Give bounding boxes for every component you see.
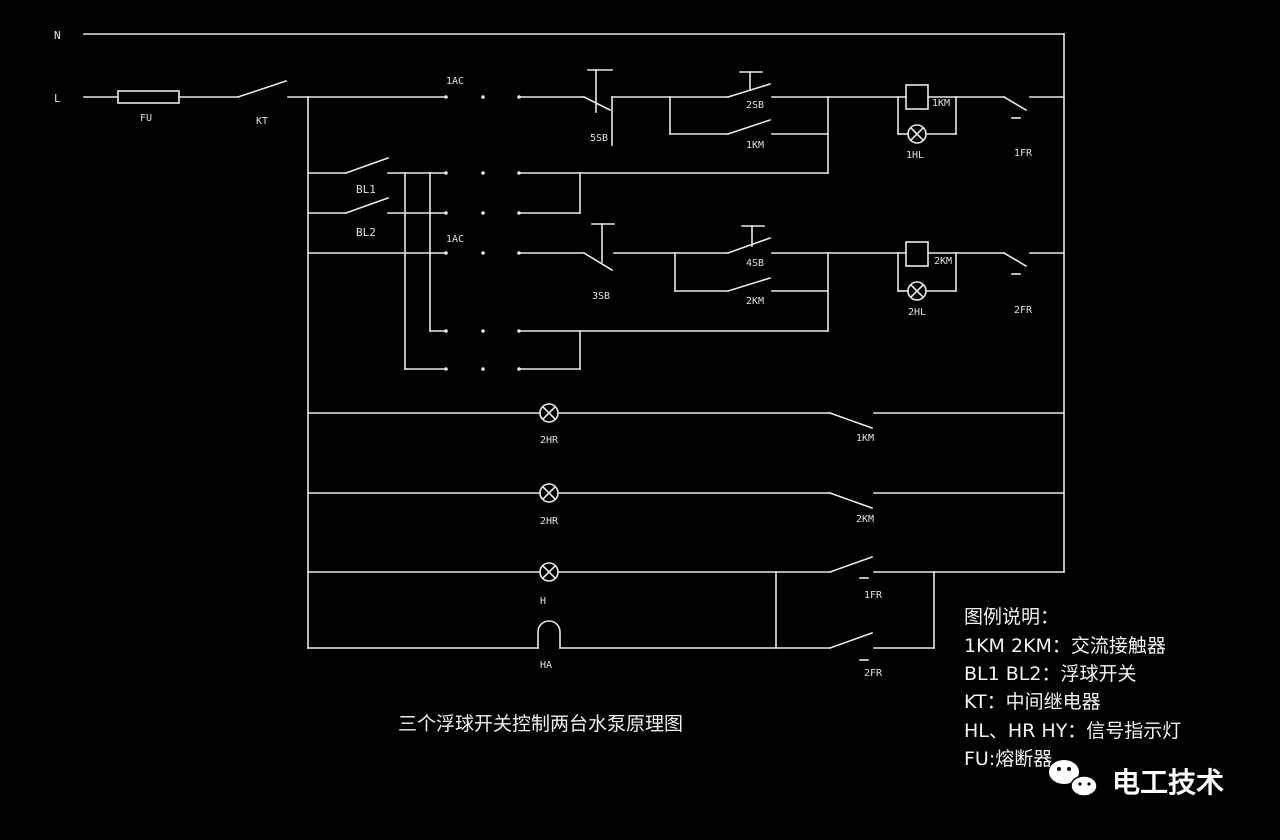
stop2-contact (582, 251, 614, 272)
diagram-title: 三个浮球开关控制两台水泵原理图 (398, 713, 683, 735)
lamp-r2-label: 2HR (540, 516, 559, 527)
watermark: 电工技术 (1049, 760, 1224, 799)
fr2-label: 2FR (1014, 305, 1033, 316)
indicator-row-2: 2HR 2KM (307, 483, 1065, 527)
hold2-label: 2KM (746, 296, 764, 307)
lamp-r1-label: 2HR (540, 435, 559, 446)
bl2-label: BL2 (356, 226, 376, 239)
indicator-row-3: H 1FR (307, 555, 1065, 649)
line-label: L (54, 92, 61, 105)
neutral-label: N (54, 29, 61, 42)
line-rail: L FU KT (54, 79, 309, 127)
stop1-label: 5SB (590, 133, 608, 144)
fuse-label: FU (140, 113, 152, 124)
kt-label: KT (256, 116, 268, 127)
lamp-h-label: H (540, 596, 546, 607)
legend: 图例说明： 1KM 2KM：交流接触器 BL1 BL2：浮球开关 KT：中间继电… (964, 606, 1181, 770)
fr2-contact (1002, 251, 1028, 268)
fr1-contact (1002, 95, 1028, 112)
contact-r1 (828, 411, 874, 430)
horn-symbol (537, 620, 561, 649)
bl1-contact (344, 156, 390, 175)
contact-h-label: 1FR (864, 590, 883, 601)
legend-line: BL1 BL2：浮球开关 (964, 663, 1136, 685)
neutral-rail: N (54, 29, 1065, 573)
horn-label: HA (540, 660, 552, 671)
pump1-row: 1AC 5SB 2SB 1KM 1KM 1HL 1FR (307, 69, 1065, 174)
coil1-symbol (905, 84, 929, 110)
start1-label: 2SB (746, 100, 764, 111)
lamp1-label: 1HL (906, 150, 924, 161)
kt-contact (236, 79, 288, 99)
start1-contact (726, 82, 772, 99)
wechat-icon (1049, 760, 1098, 797)
selector-bank (404, 171, 829, 371)
coil2-label: 2KM (934, 256, 952, 267)
stop1-contact (582, 95, 612, 112)
contact-h (828, 555, 874, 574)
coil1-label: 1KM (932, 98, 950, 109)
hold1-label: 1KM (746, 140, 764, 151)
alarm-row: HA 2FR (307, 620, 935, 679)
legend-line: KT：中间继电器 (964, 691, 1101, 713)
legend-line: HL、HR HY：信号指示灯 (964, 720, 1181, 742)
pump2-row: 1AC 3SB 4SB 2KM 2KM 2HL 2FR (307, 223, 1065, 332)
selector2-label: 1AC (446, 234, 464, 245)
start2-label: 4SB (746, 258, 764, 269)
hold1-contact (726, 118, 772, 136)
fr1-label: 1FR (1014, 148, 1033, 159)
contact-ha (828, 631, 874, 650)
stop2-label: 3SB (592, 291, 610, 302)
selector1-label: 1AC (446, 76, 464, 87)
contact-ha-label: 2FR (864, 668, 883, 679)
contact-r2 (828, 491, 874, 510)
watermark-text: 电工技术 (1112, 766, 1224, 799)
bl1-label: BL1 (356, 183, 376, 196)
contact-r2-label: 2KM (856, 514, 874, 525)
lamp2-label: 2HL (908, 307, 926, 318)
float-switches: BL1 BL2 (307, 156, 431, 370)
coil2-symbol (905, 241, 929, 267)
legend-line: 1KM 2KM：交流接触器 (964, 635, 1166, 657)
fuse-symbol (117, 90, 180, 104)
legend-heading: 图例说明： (964, 606, 1059, 628)
start2-contact (726, 236, 772, 255)
contact-r1-label: 1KM (856, 433, 874, 444)
legend-line: FU:熔断器 (964, 748, 1052, 770)
indicator-row-1: 2HR 1KM (307, 403, 1065, 446)
bl2-contact (344, 196, 390, 215)
hold2-contact (726, 276, 772, 293)
